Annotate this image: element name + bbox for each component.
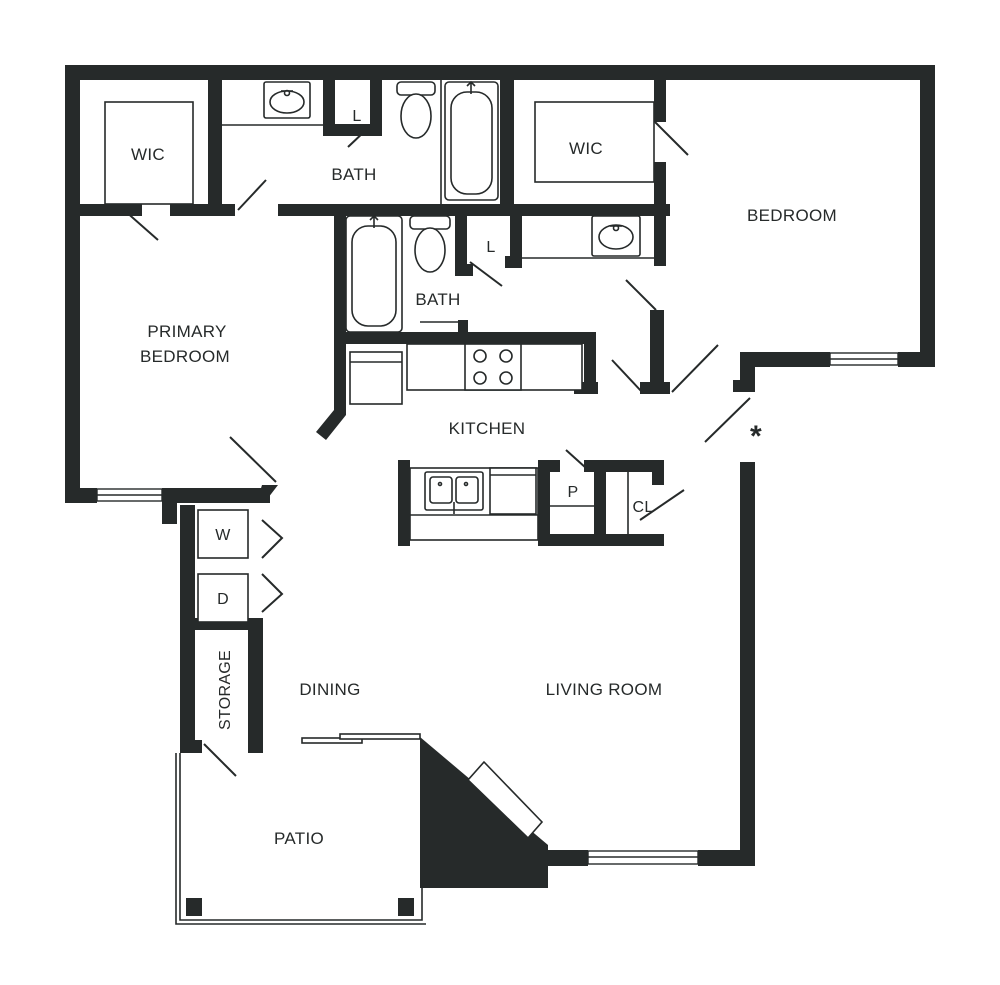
bathtub-icon bbox=[444, 80, 499, 201]
label-wic-secondary: WIC bbox=[569, 139, 603, 158]
label-linen-primary: L bbox=[352, 108, 361, 125]
dryer-icon bbox=[197, 573, 249, 623]
patio-enclosure bbox=[175, 740, 426, 925]
washer-icon bbox=[197, 509, 249, 559]
room-labels: WIC BATH L WIC BEDROOM BATH L PRIMARY BE… bbox=[131, 108, 837, 848]
label-storage: STORAGE bbox=[217, 650, 234, 730]
label-washer: W bbox=[215, 527, 231, 544]
label-dryer: D bbox=[217, 591, 229, 608]
kitchen-sink-icon bbox=[424, 471, 484, 514]
interior-walls bbox=[80, 80, 670, 546]
toilet-icon bbox=[409, 215, 451, 273]
bathtub-icon bbox=[345, 214, 403, 333]
bath-fixtures bbox=[263, 80, 641, 333]
doors bbox=[123, 121, 751, 777]
label-patio: PATIO bbox=[274, 829, 324, 848]
label-primary-bedroom-line1: PRIMARY bbox=[147, 322, 226, 341]
toilet-icon bbox=[396, 81, 436, 139]
hearth-icon bbox=[466, 760, 544, 840]
label-closet: CL bbox=[632, 499, 653, 516]
sink-icon bbox=[591, 215, 641, 257]
sink-icon bbox=[263, 81, 311, 119]
label-pantry: P bbox=[568, 484, 579, 501]
stove-icon bbox=[464, 343, 522, 391]
windows bbox=[96, 352, 899, 865]
label-bath-secondary: BATH bbox=[415, 290, 460, 309]
label-primary-bedroom-line2: BEDROOM bbox=[140, 347, 230, 366]
label-bath-primary: BATH bbox=[331, 165, 376, 184]
label-linen-secondary: L bbox=[486, 239, 495, 256]
label-wic-primary: WIC bbox=[131, 145, 165, 164]
exterior-walls bbox=[65, 65, 935, 888]
label-bedroom: BEDROOM bbox=[747, 206, 837, 225]
label-dining: DINING bbox=[299, 680, 360, 699]
label-living-room: LIVING ROOM bbox=[546, 680, 663, 699]
kitchen-appliances bbox=[197, 343, 544, 840]
label-kitchen: KITCHEN bbox=[449, 419, 526, 438]
entry-marker: * bbox=[750, 420, 762, 453]
